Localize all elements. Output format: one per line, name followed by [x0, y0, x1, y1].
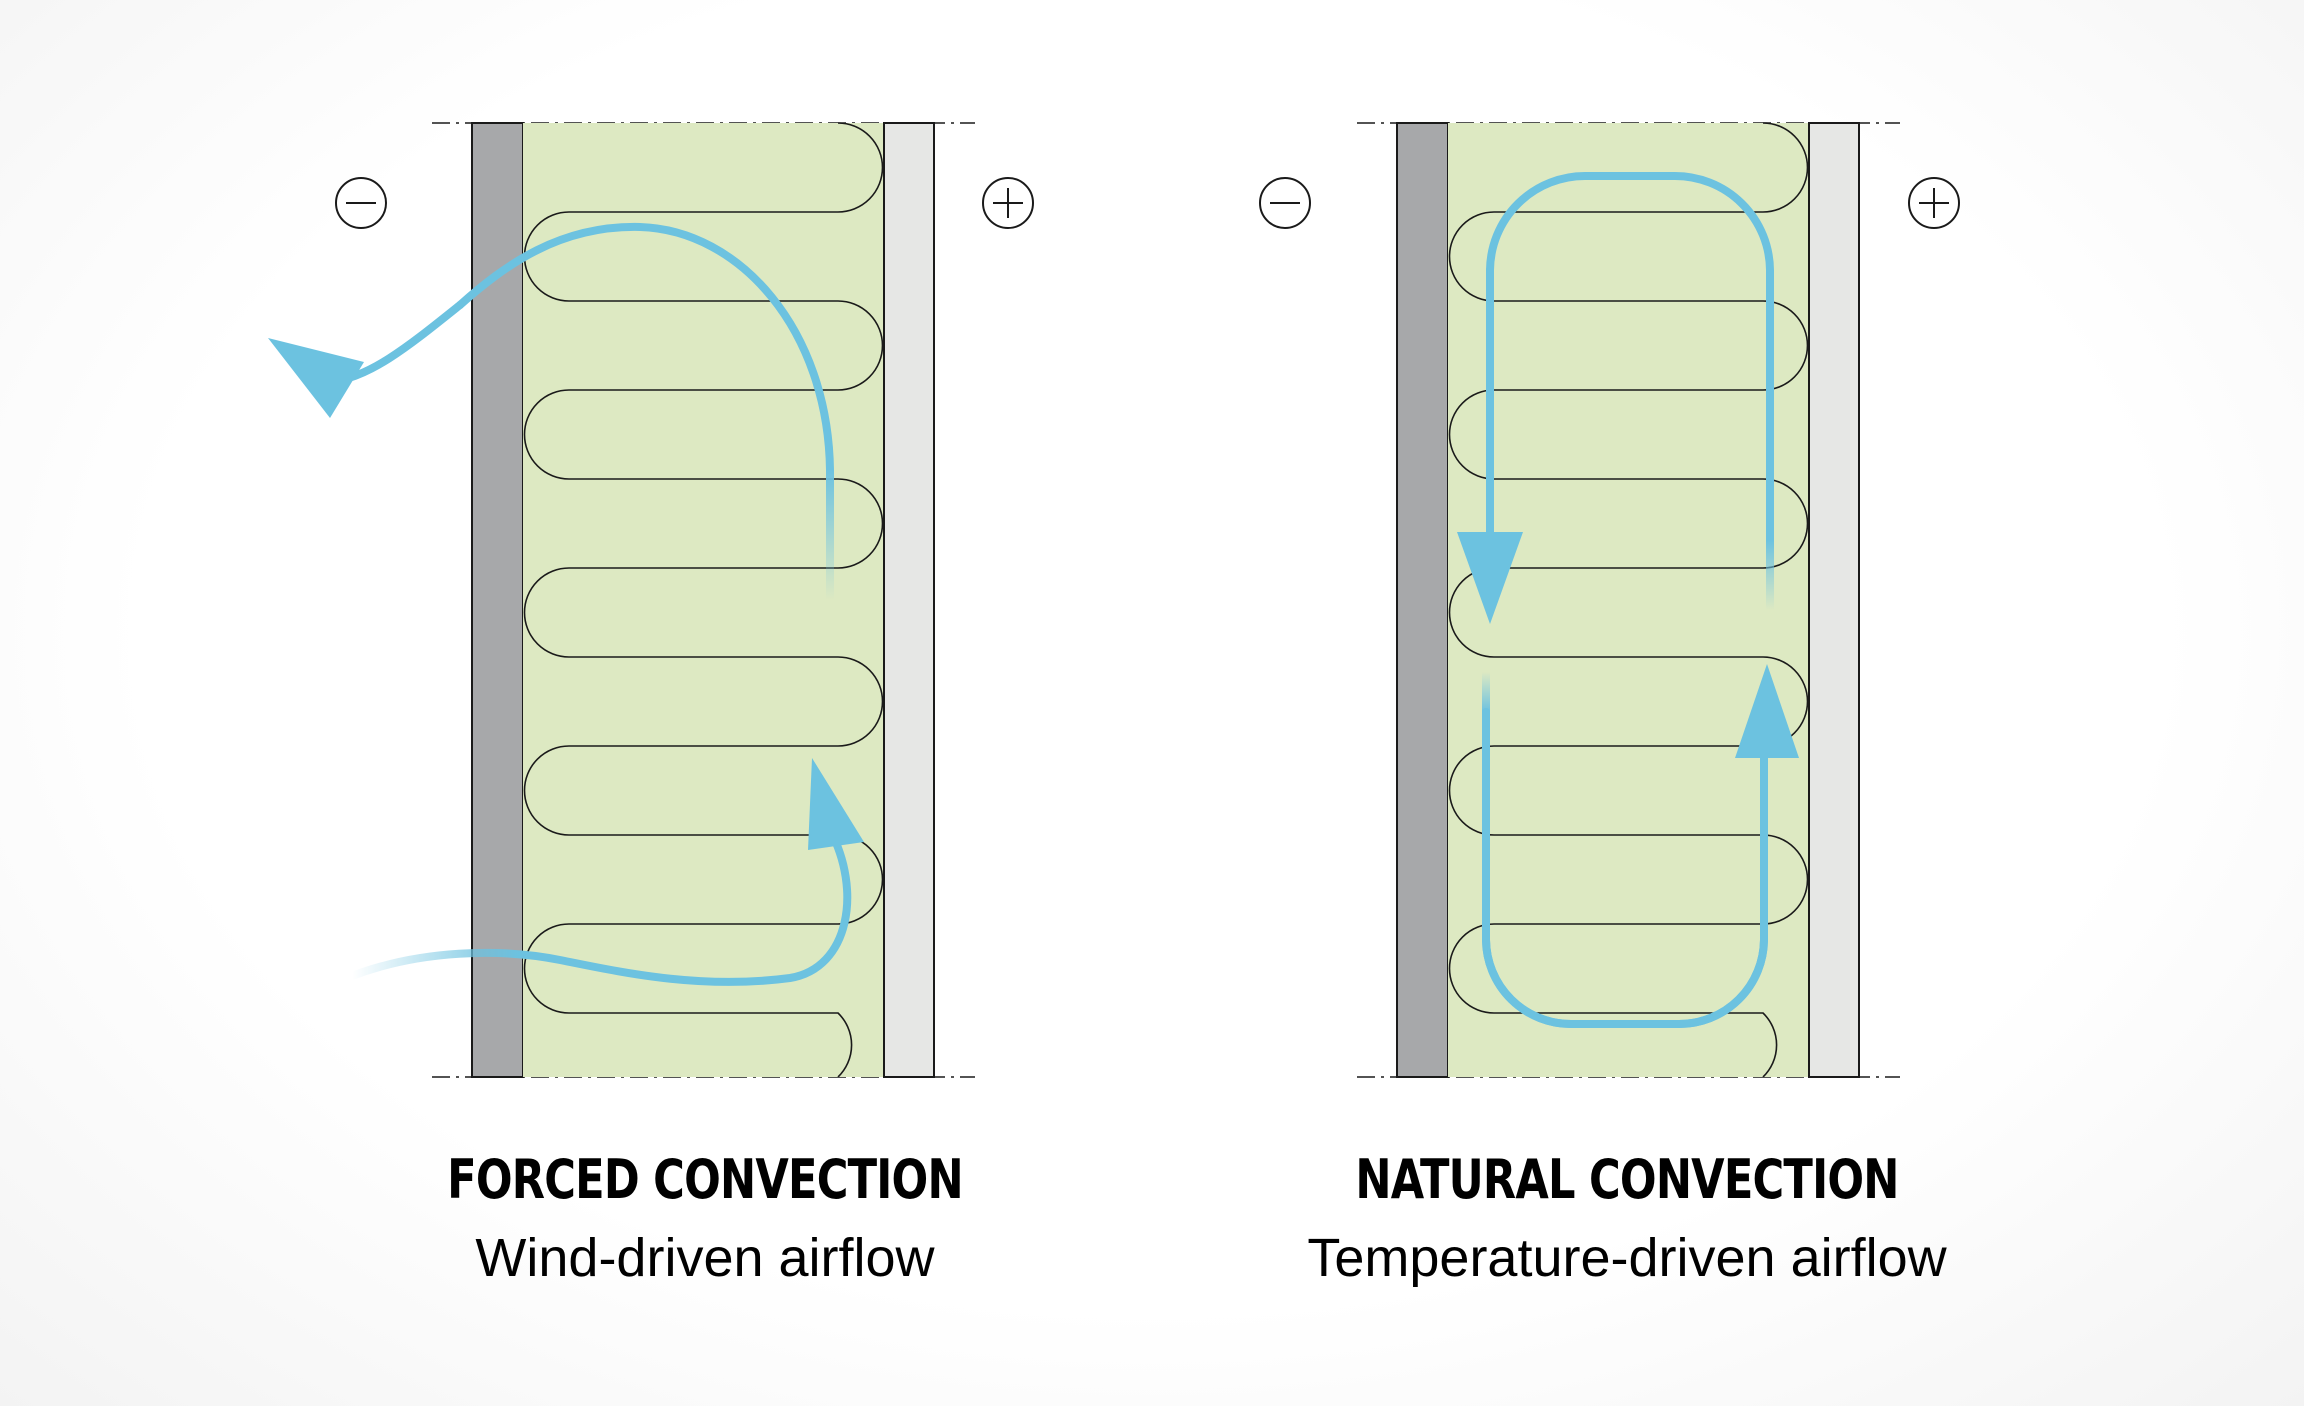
cold-side-minus-icon — [1259, 177, 1311, 229]
airflow-inlet-arrowhead-icon — [808, 758, 864, 850]
insulation-batt — [523, 123, 884, 1077]
warm-side-plus-icon — [982, 177, 1034, 229]
warm-side-plus-icon — [1908, 177, 1960, 229]
natural-convection-panel — [1259, 122, 1960, 1078]
airflow-inlet-arrow — [348, 826, 852, 986]
interior-drywall — [883, 122, 935, 1078]
exterior-sheathing — [471, 122, 524, 1078]
upward-arrowhead-icon — [1735, 664, 1799, 758]
lower-loop-ascent — [1482, 708, 1768, 1028]
panel-title: FORCED CONVECTION — [447, 1148, 963, 1211]
natural-convection-caption: NATURAL CONVECTION Temperature-driven ai… — [1227, 1148, 2027, 1290]
interior-drywall — [1808, 122, 1860, 1078]
insulation-batt — [1448, 123, 1809, 1077]
panel-subtitle: Wind-driven airflow — [475, 1228, 935, 1288]
forced-convection-panel — [268, 122, 1034, 1078]
panel-title: NATURAL CONVECTION — [1355, 1148, 1899, 1211]
airflow-outlet-arrowhead-icon — [268, 338, 364, 418]
insulation-fold-pattern — [523, 122, 884, 1078]
upper-convection-loop — [1486, 172, 1774, 614]
panel-subtitle: Temperature-driven airflow — [1307, 1228, 1947, 1288]
cold-side-minus-icon — [335, 177, 387, 229]
airflow-rising-segment — [456, 222, 834, 604]
exterior-sheathing — [1396, 122, 1449, 1078]
downward-arrowhead-icon — [1457, 532, 1523, 624]
forced-convection-caption: FORCED CONVECTION Wind-driven airflow — [305, 1148, 1105, 1290]
insulation-fold-pattern — [1448, 122, 1809, 1078]
